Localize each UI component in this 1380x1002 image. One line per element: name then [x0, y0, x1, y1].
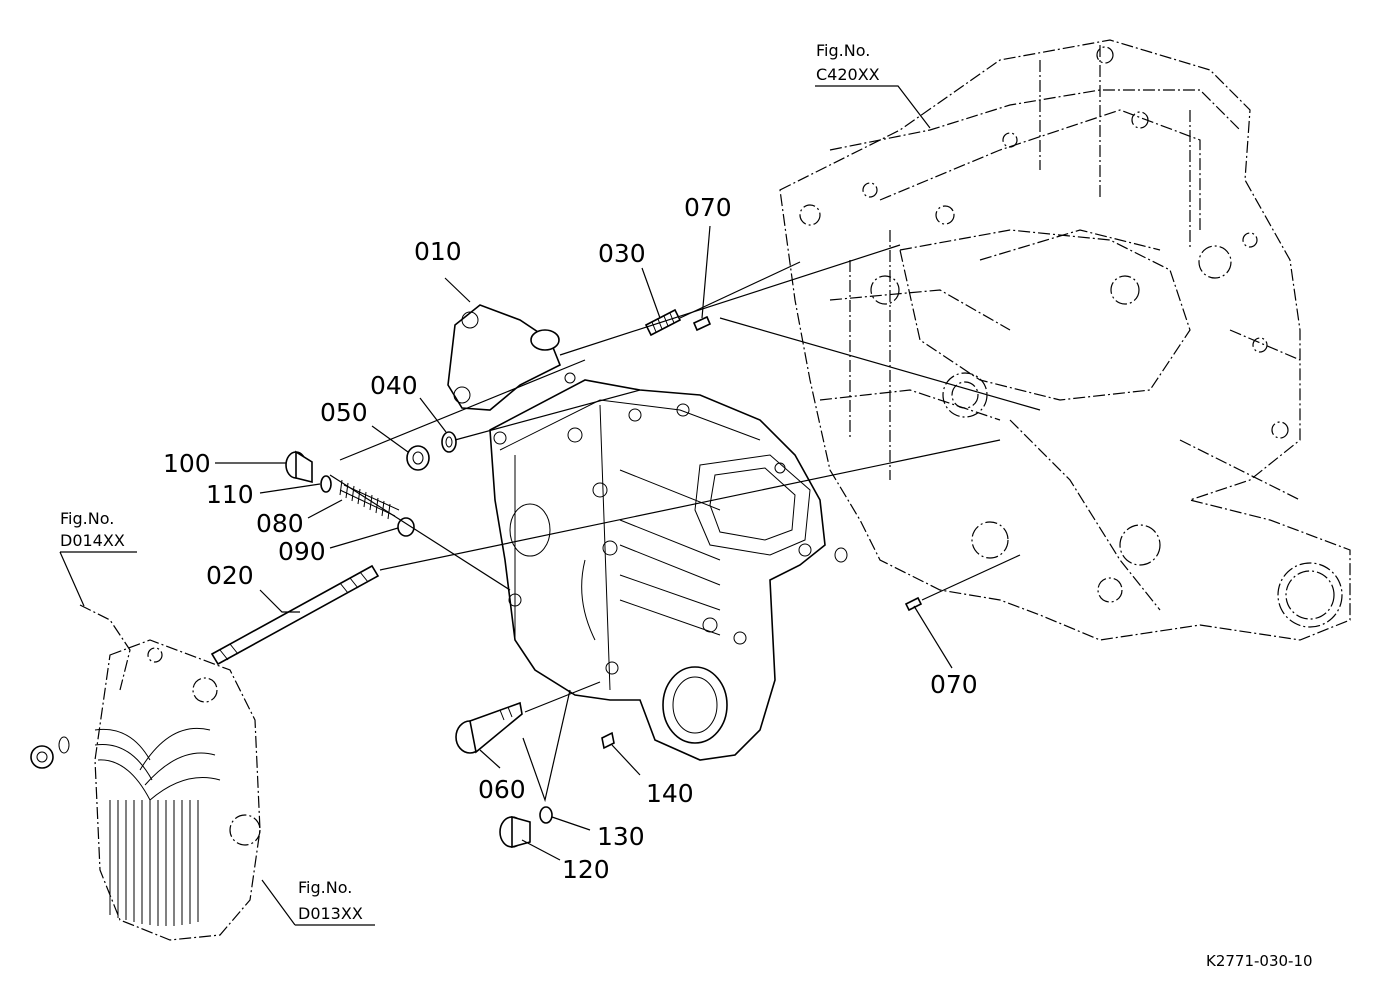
fig-ref-left-label: Fig.No.	[60, 509, 114, 528]
callout-050[interactable]: 050	[320, 398, 368, 427]
drawing-code: K2771-030-10	[1206, 952, 1313, 970]
callout-040[interactable]: 040	[370, 371, 418, 400]
plug-140	[601, 731, 615, 750]
fig-ref-bottom-label: Fig.No.	[298, 878, 352, 897]
fig-ref-bottom-code: D013XX	[298, 904, 363, 923]
oring-130	[539, 806, 553, 824]
callout-130[interactable]: 130	[597, 822, 645, 851]
pin-070-top	[692, 315, 712, 332]
plug-120	[499, 815, 531, 849]
leader-lines	[59, 85, 953, 926]
small-oring-loose	[834, 547, 848, 563]
fig-ref-top[interactable]: Fig.No. C420XX	[816, 41, 880, 84]
main-housing	[447, 304, 826, 761]
callout-070-top[interactable]: 070	[684, 193, 732, 222]
oring-110	[320, 475, 332, 493]
pin-070-right	[904, 596, 923, 612]
callout-100[interactable]: 100	[163, 449, 211, 478]
callout-110[interactable]: 110	[206, 480, 254, 509]
fig-ref-left[interactable]: Fig.No. D014XX	[60, 509, 125, 550]
filter-side-nut	[30, 736, 70, 769]
fig-ref-top-code: C420XX	[816, 65, 880, 84]
transmission-case-phantom	[779, 39, 1351, 641]
fig-ref-bottom[interactable]: Fig.No. D013XX	[298, 878, 363, 923]
assembly-lines	[329, 244, 1041, 803]
callout-010[interactable]: 010	[414, 237, 462, 266]
callout-140[interactable]: 140	[646, 779, 694, 808]
callout-020[interactable]: 020	[206, 561, 254, 590]
washer-040	[441, 431, 457, 453]
callout-120[interactable]: 120	[562, 855, 610, 884]
fig-ref-top-label: Fig.No.	[816, 41, 870, 60]
fig-ref-left-code: D014XX	[60, 531, 125, 550]
callout-080[interactable]: 080	[256, 509, 304, 538]
bolt-060	[455, 701, 523, 754]
callout-090[interactable]: 090	[278, 537, 326, 566]
shaft-020	[210, 564, 380, 666]
callout-060[interactable]: 060	[478, 775, 526, 804]
part-callouts: 010 020 030 040 050 060 070 070 080 090 …	[163, 193, 978, 884]
plug-100	[285, 450, 313, 484]
filter-assembly-phantom	[79, 604, 261, 941]
filter-fins	[94, 727, 221, 926]
nut-050	[406, 445, 430, 471]
ball-090	[397, 517, 415, 537]
callout-070-right[interactable]: 070	[930, 670, 978, 699]
callout-030[interactable]: 030	[598, 239, 646, 268]
stud-030	[644, 308, 682, 337]
